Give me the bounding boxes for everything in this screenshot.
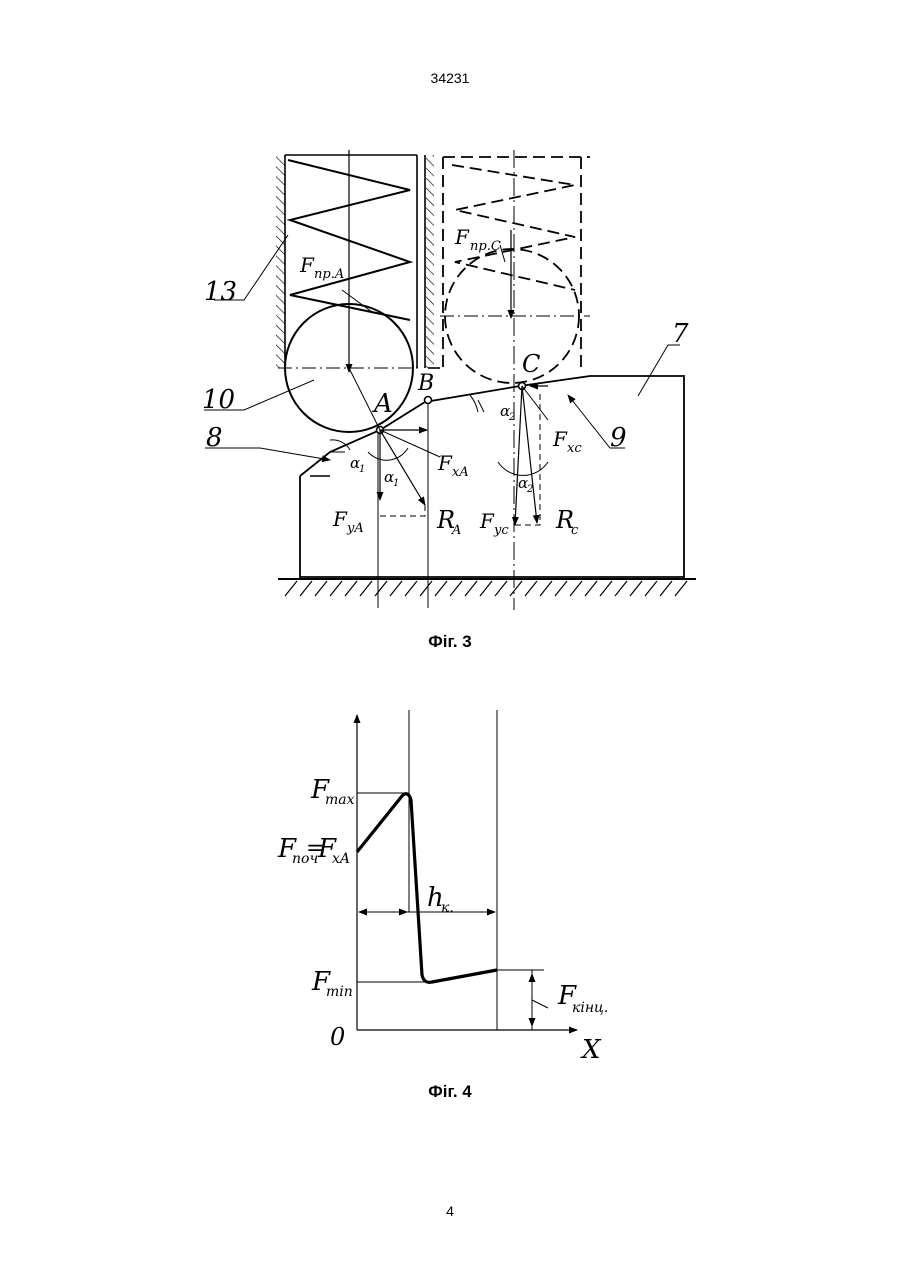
page-footer-number: 4 xyxy=(0,1203,900,1219)
force-label-fyc-sub: yc xyxy=(493,523,509,538)
force-label-fya: F xyxy=(332,507,348,531)
label-7: 7 xyxy=(672,319,689,349)
force-label-ra-sub: A xyxy=(451,523,461,538)
label-hk-sub: к. xyxy=(441,900,454,916)
force-label-fprc: F xyxy=(454,225,470,249)
force-label-fxc: F xyxy=(552,427,568,451)
force-label-rc-sub: c xyxy=(571,523,579,538)
label-fkin-sub: кінц. xyxy=(572,1000,608,1016)
label-origin: 0 xyxy=(330,1023,345,1051)
force-label-fpra-sub: пр.A xyxy=(314,267,344,282)
figure-4-caption: Фіг. 4 xyxy=(0,1082,900,1102)
angle-label-alpha1-left-sub: 1 xyxy=(359,464,365,475)
label-x-axis: X xyxy=(580,1035,602,1065)
point-label-b: B xyxy=(417,371,434,396)
label-10: 10 xyxy=(202,385,235,415)
point-label-c: C xyxy=(522,350,540,378)
label-fmin-sub: min xyxy=(326,984,353,1000)
angle-label-alpha2-top-sub: 2 xyxy=(508,412,515,423)
force-label-fxc-sub: xc xyxy=(567,441,582,456)
point-label-a: A xyxy=(372,389,393,419)
force-label-fyc: F xyxy=(479,509,495,533)
label-9: 9 xyxy=(610,423,627,453)
fig4-geometry xyxy=(357,710,577,1030)
label-fmax-sub: max xyxy=(325,792,355,808)
figure-3-caption: Фіг. 3 xyxy=(0,632,900,652)
force-label-fya-sub: yA xyxy=(346,521,364,536)
angle-label-alpha2-bottom-sub: 2 xyxy=(526,484,533,495)
force-label-fxa-sub: xA xyxy=(452,465,469,480)
label-13: 13 xyxy=(204,277,237,307)
force-label-fpra: F xyxy=(299,253,315,277)
force-label-fprc-sub: пр.C xyxy=(470,239,501,254)
label-8: 8 xyxy=(206,423,223,453)
fig4-labels: F max F поч = F xA h к. F min F кінц. 0 … xyxy=(277,775,608,1065)
fig3-geometry xyxy=(204,150,696,610)
force-label-fxa: F xyxy=(437,451,453,475)
fig3-labels: 13 10 8 7 9 A B C F пр.A F пр.C F xA F y… xyxy=(202,225,689,538)
label-fxa-sub: xA xyxy=(332,851,350,867)
angle-label-alpha1-right-sub: 1 xyxy=(393,478,399,489)
